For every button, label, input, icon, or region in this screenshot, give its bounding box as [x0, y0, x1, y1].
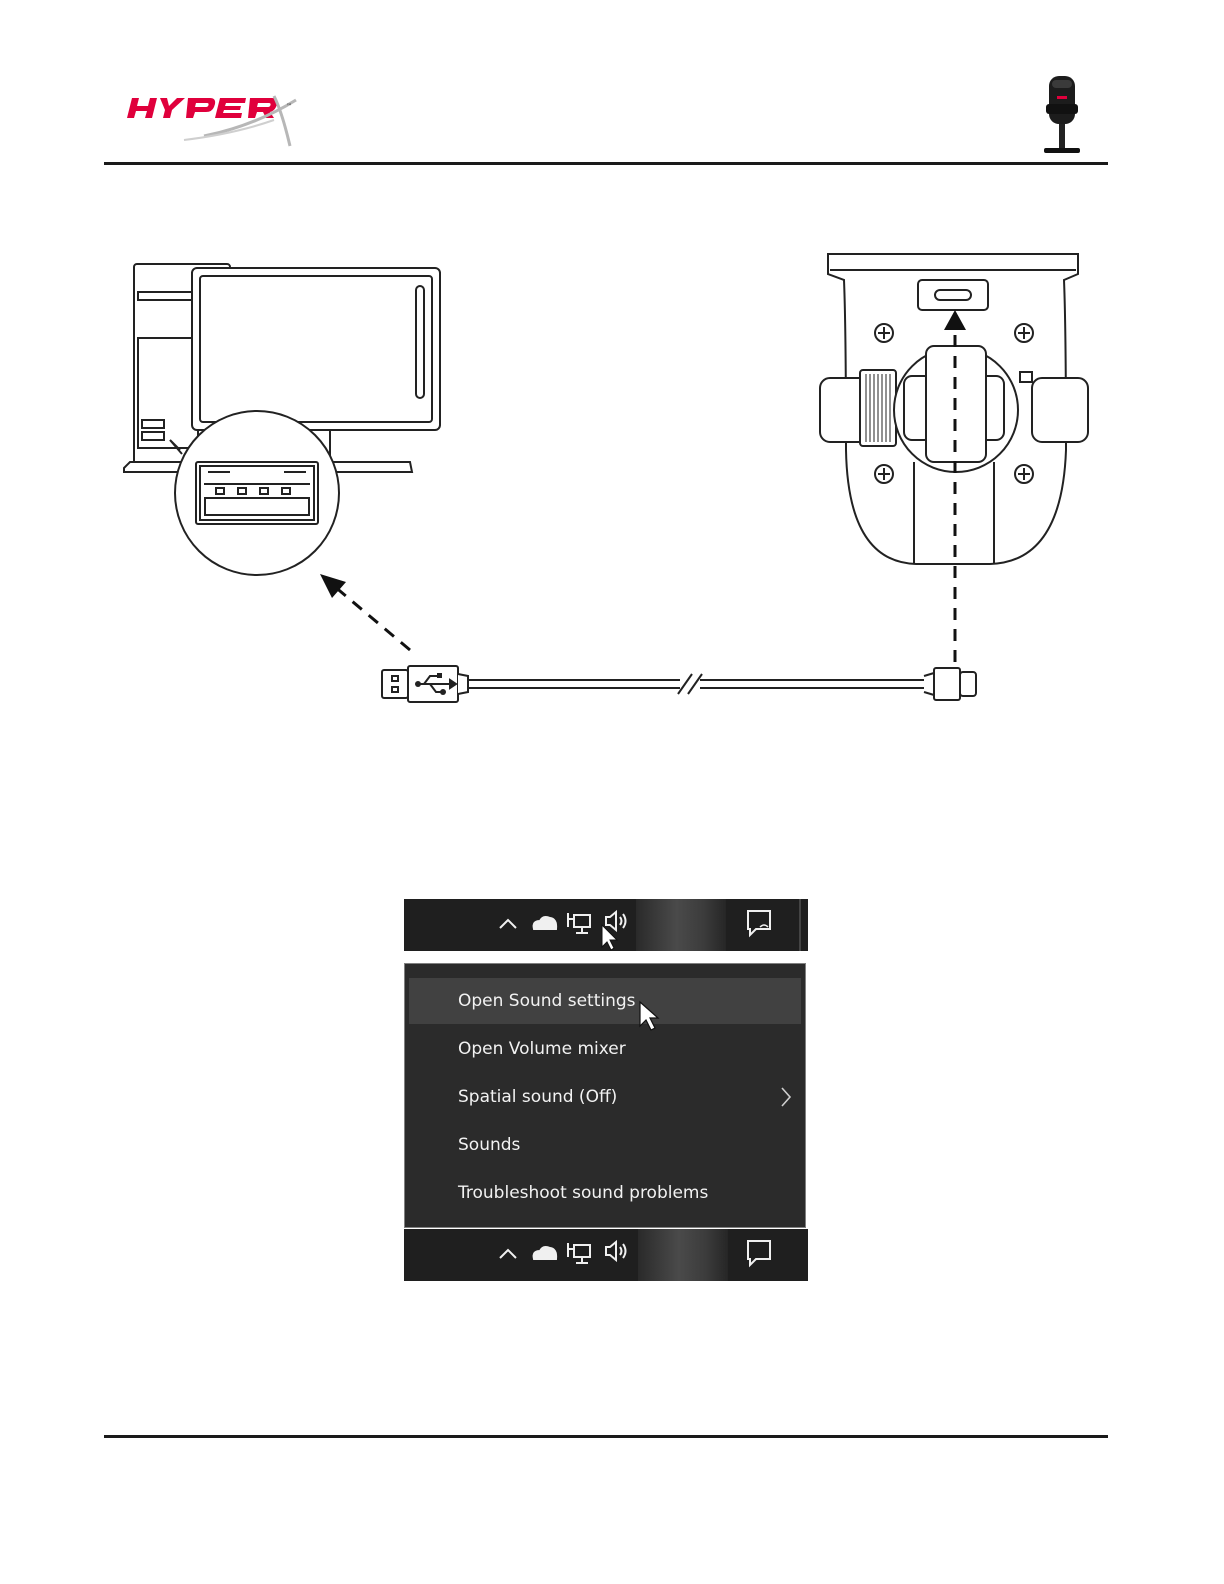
menu-item-spatial-sound[interactable]: Spatial sound (Off): [409, 1074, 801, 1120]
network-icon[interactable]: [568, 913, 590, 933]
arrow-to-computer: [334, 586, 410, 650]
chevron-up-icon[interactable]: [500, 920, 516, 928]
taskbar-top: [404, 899, 808, 951]
chevron-up-icon[interactable]: [500, 1250, 516, 1258]
hyperx-logo: ™: [124, 90, 304, 150]
usb-a-port-zoom: [170, 411, 339, 575]
usb-cable-illustration: [382, 666, 976, 702]
speaker-icon[interactable]: [606, 912, 626, 930]
menu-item-sounds[interactable]: Sounds: [409, 1122, 801, 1168]
speaker-icon[interactable]: [606, 1242, 626, 1260]
chevron-right-icon: [779, 1086, 793, 1108]
network-icon[interactable]: [568, 1243, 590, 1263]
notification-icon[interactable]: [748, 1241, 770, 1265]
cloud-icon[interactable]: [534, 1247, 557, 1259]
menu-item-open-volume-mixer[interactable]: Open Volume mixer: [409, 1026, 801, 1072]
menu-item-troubleshoot[interactable]: Troubleshoot sound problems: [409, 1170, 801, 1216]
notification-icon[interactable]: [748, 911, 770, 935]
cloud-icon[interactable]: [534, 917, 557, 929]
mouse-cursor-icon: [637, 1000, 661, 1032]
footer-rule: [104, 1435, 1108, 1438]
microphone-icon: [1040, 74, 1084, 156]
sound-context-menu: Open Sound settings Open Volume mixer Sp…: [404, 963, 806, 1228]
usb-connection-diagram: [120, 240, 1100, 720]
header-rule: [104, 162, 1108, 165]
taskbar-bottom: [404, 1229, 808, 1281]
menu-item-open-sound-settings[interactable]: Open Sound settings: [409, 978, 801, 1024]
svg-text:™: ™: [286, 103, 292, 110]
